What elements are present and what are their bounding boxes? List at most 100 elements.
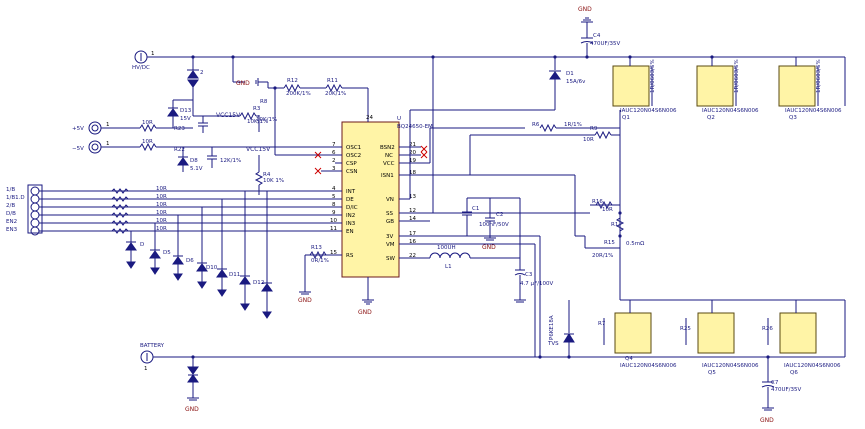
row-label-0: 1/B xyxy=(6,187,15,193)
row-label-5: EN3 xyxy=(6,227,18,233)
ic-part: BQ24650-EM xyxy=(397,124,433,130)
q-label-1: Q1 xyxy=(622,115,630,121)
svg-text:R1: R1 xyxy=(611,222,618,228)
diode-d1: D1 15A/6v xyxy=(549,57,586,110)
fet-part-3: IAUC120N04S6N006 xyxy=(785,108,842,114)
resistor-r15: R15 20R/1% xyxy=(575,235,620,259)
zener-15v: D13 15V xyxy=(167,99,193,128)
ic-pin-name-3v: 3V xyxy=(386,234,393,240)
resistor-r13: R13 0R/1% GND xyxy=(298,245,335,304)
svg-text:5.1V: 5.1V xyxy=(190,166,203,172)
ic-pin-num-19: 19 xyxy=(409,158,416,164)
tvs-value: P6KE18A xyxy=(549,315,555,340)
svg-text:2: 2 xyxy=(200,70,204,76)
svg-text:R23: R23 xyxy=(174,126,185,132)
top-gate-resistors: 1R/0603/5% 1R/0603/5% 1R/0603/5% xyxy=(650,59,822,106)
ic-pin-name-in3: IN3 xyxy=(346,221,356,227)
d1-ref: D1 xyxy=(566,71,574,77)
resistor-r9: R9 10R xyxy=(583,126,620,143)
ic-pin-num-3: 3 xyxy=(332,166,336,172)
connector-neg-label: −5V xyxy=(72,146,84,152)
capacitor-c1: C1 xyxy=(462,197,520,236)
signal-lines xyxy=(39,188,335,234)
capacitor-c4: C4 470UF/35V xyxy=(580,33,621,58)
fet-part-1: IAUC120N04S6N006 xyxy=(620,108,677,114)
r4-value: 10K 1% xyxy=(263,178,284,184)
r15-ref: R15 xyxy=(604,240,615,246)
svg-text:15V: 15V xyxy=(180,116,191,122)
r15-value: 20R/1% xyxy=(592,253,613,259)
ic-pin-name-vm: VM xyxy=(386,242,395,248)
ic-pin-name-isn1: ISN1 xyxy=(381,173,394,179)
c3-ref: C3 xyxy=(525,272,533,278)
shunt-value: 0.5mΩ xyxy=(626,241,644,247)
svg-text:D5: D5 xyxy=(163,250,171,256)
q-label-6: Q6 xyxy=(790,370,798,376)
row-label-1: 1/B1.D xyxy=(6,195,25,201)
vcc15-label-2: VCC15V xyxy=(246,146,271,153)
ic-pin-name-vcc: VCC xyxy=(383,161,395,167)
svg-text:GND: GND xyxy=(482,244,496,251)
r16-ref: R16 xyxy=(592,199,603,205)
mosfet-q2: IAUC120N04S6N006 Q2 xyxy=(696,65,759,121)
tvs-label: TVS xyxy=(547,341,559,347)
r7-ref: R7 xyxy=(598,321,606,327)
c4-ref: C4 xyxy=(593,33,601,39)
ic-pin-name-int: INT xyxy=(346,189,356,195)
diode-d2: 2 xyxy=(187,57,204,100)
ic-pin-num-18: 18 xyxy=(409,170,416,176)
top-gnd-symbol: GND xyxy=(578,6,593,38)
resistor-r12: R12 200K/1% xyxy=(268,78,326,97)
r12-value: 200K/1% xyxy=(286,91,311,97)
hvdc-label: HV/DC xyxy=(132,65,150,71)
ic-top-pin-num: 24 xyxy=(366,115,373,121)
ic-pin-num-22: 22 xyxy=(409,253,416,259)
fet-part-2: IAUC120N04S6N006 xyxy=(702,108,759,114)
connector-5v-label: +5V xyxy=(72,126,84,132)
mosfet-q6: IAUC120N04S6N006 Q6 xyxy=(779,312,841,376)
q-label-2: Q2 xyxy=(707,115,715,121)
nc-marks xyxy=(314,145,428,175)
shunt-resistor: 0.5mΩ R1 xyxy=(611,217,644,247)
ic-gnd: GND xyxy=(358,299,374,316)
fet-part-5: IAUC120N04S6N006 xyxy=(702,363,759,369)
ic-pin-num-12: 12 xyxy=(409,208,416,214)
svg-text:D6: D6 xyxy=(186,258,194,264)
svg-text:10R: 10R xyxy=(142,120,153,126)
c1-ref: C1 xyxy=(472,206,479,212)
mosfet-q3: IAUC120N04S6N006 Q3 xyxy=(778,65,842,121)
svg-text:R22: R22 xyxy=(174,147,185,153)
ic-pin-name-in2: IN2 xyxy=(346,213,355,219)
r8-value: 10K/1% xyxy=(256,117,277,123)
gnd-r12: GND xyxy=(236,78,268,87)
svg-text:D8: D8 xyxy=(190,158,198,164)
svg-text:10R: 10R xyxy=(142,139,153,145)
row-label-3: D/B xyxy=(6,211,16,217)
resistor-left-1: 10R xyxy=(156,194,167,200)
capacitor-c2: C2 100nF/50V GND xyxy=(479,198,509,251)
zener-d8: D8 5.1V xyxy=(177,147,203,172)
svg-text:R6: R6 xyxy=(532,122,540,128)
resistor-r8: R8 10K/1% xyxy=(256,99,277,132)
ic-pin-name-csn: CSN xyxy=(346,169,357,175)
ic-bq24650: U BQ24650-EM 24 xyxy=(341,115,433,300)
ic-pin-num-21: 21 xyxy=(409,142,416,148)
c2-value: 100nF/50V xyxy=(479,222,509,228)
ic-pin-name-osc2: OSC2 xyxy=(346,153,361,159)
r4-ref: R4 xyxy=(263,172,271,178)
c7-ref: C7 xyxy=(771,380,779,386)
ic-pin-name-vn: VN xyxy=(386,197,394,203)
c3-value: 4.7 μF/100V xyxy=(520,281,554,287)
row-label-4: EN2 xyxy=(6,219,17,225)
connector-stack xyxy=(27,184,43,236)
ic-pin-num-4: 4 xyxy=(332,186,336,192)
ic-pin-num-6: 6 xyxy=(332,150,336,156)
c7-value: 470UF/35V xyxy=(771,387,802,393)
connector-neg: −5V 1 10R R22 xyxy=(72,139,335,154)
ic-pin-name-nc: NC xyxy=(385,153,393,159)
battery-label: BATTERY xyxy=(140,343,165,349)
ic-pin-num-17: 17 xyxy=(409,231,416,237)
resistor-r11: R11 20K/1% xyxy=(325,78,368,97)
ic-pin-name-rs: RS xyxy=(346,253,354,259)
